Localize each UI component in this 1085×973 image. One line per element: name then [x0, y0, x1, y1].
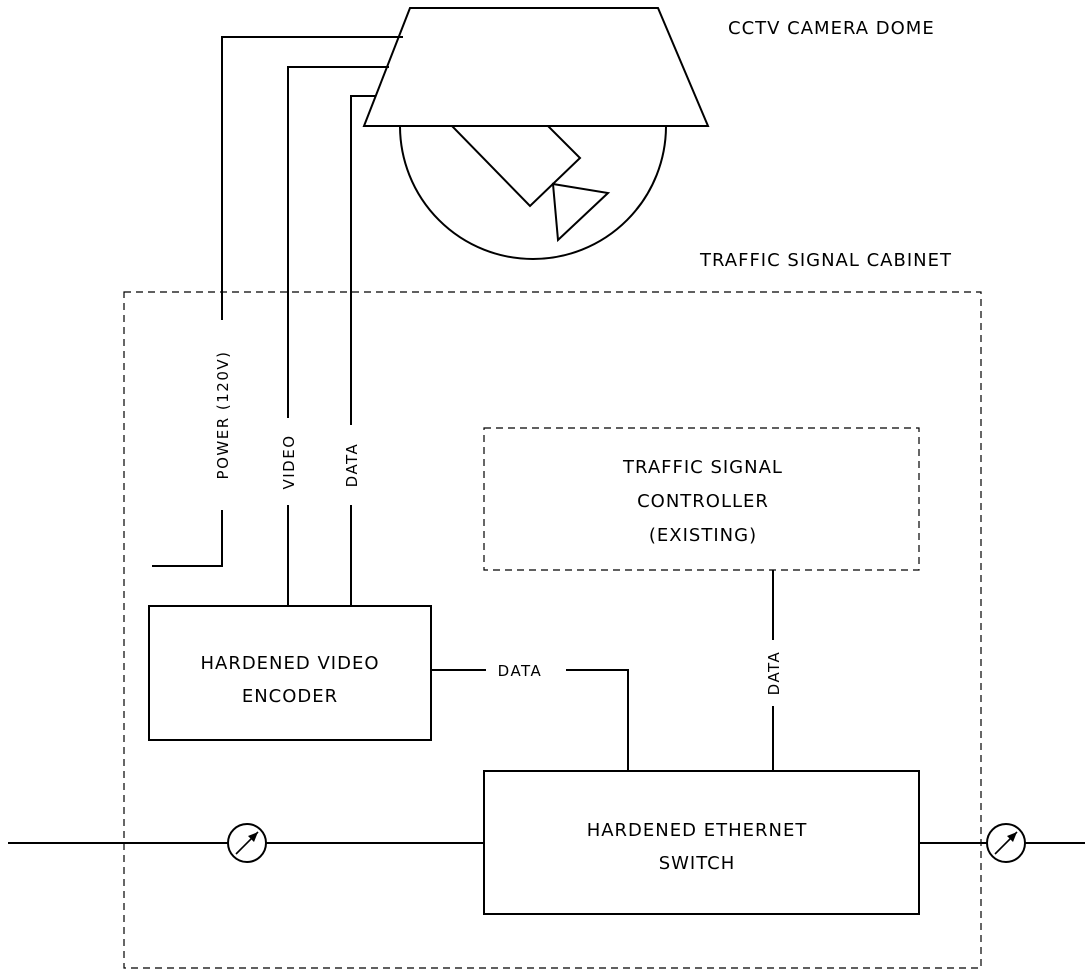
switch-label-line2: SWITCH [659, 853, 736, 874]
meter-icon [227, 823, 267, 863]
camera-lens [551, 182, 611, 243]
hardened-ethernet-switch-box [483, 770, 920, 915]
camera-dome-mount [362, 7, 710, 127]
traffic-signal-controller-box [483, 427, 920, 571]
video-cable [287, 66, 389, 418]
camera-data-cable [350, 95, 375, 425]
controller-switch-data-label: DATA [765, 651, 783, 696]
hardened-video-encoder-box [148, 605, 432, 741]
controller-label-line2: CONTROLLER [637, 491, 769, 512]
camera-data-label: DATA [343, 443, 361, 488]
meter-icon [986, 823, 1026, 863]
encoder-label-line2: ENCODER [242, 686, 338, 707]
power-cable [221, 36, 403, 320]
encoder-label-line1: HARDENED VIDEO [200, 653, 379, 674]
camera-dome-label: CCTV CAMERA DOME [728, 18, 935, 39]
controller-label-line1: TRAFFIC SIGNAL [622, 457, 783, 478]
cabinet-label: TRAFFIC SIGNAL CABINET [699, 250, 952, 271]
power-cable-lower [152, 510, 223, 567]
controller-label-line3: (EXISTING) [649, 525, 757, 546]
encoder-switch-data-label: DATA [498, 662, 543, 680]
switch-label-line1: HARDENED ETHERNET [587, 820, 808, 841]
traffic-signal-cabinet-boundary [123, 291, 982, 969]
power-label: POWER (120V) [214, 351, 232, 480]
encoder-data-cable-to-switch [566, 669, 629, 771]
video-label: VIDEO [280, 434, 298, 489]
